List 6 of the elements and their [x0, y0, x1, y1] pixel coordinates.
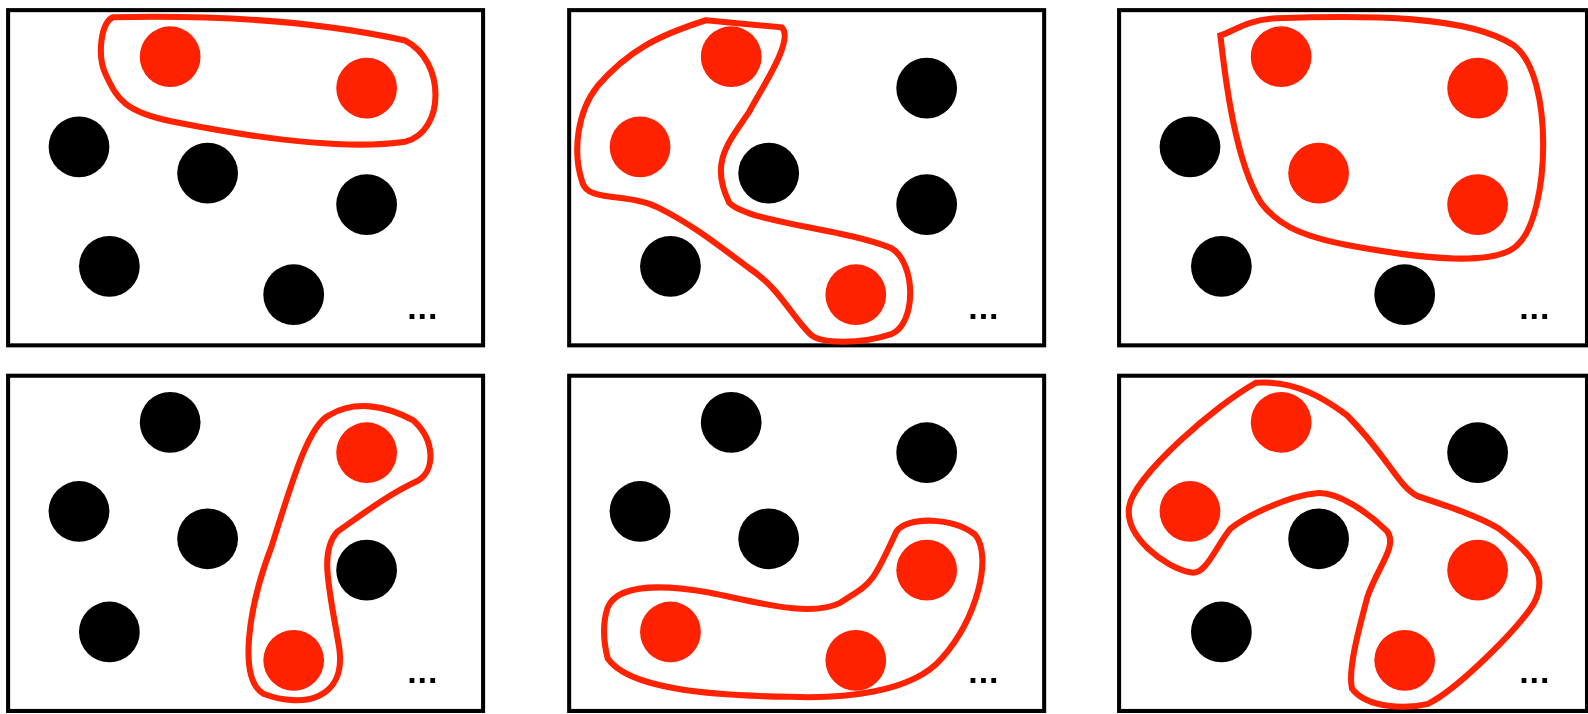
- ellipsis-text: ...: [968, 289, 1000, 324]
- ellipsis-text: ...: [407, 289, 439, 324]
- ellipsis-text: ...: [1519, 654, 1551, 689]
- ellipsis-text: ...: [1519, 289, 1551, 324]
- ellipsis-text: ...: [407, 654, 439, 689]
- ellipsis-text: ...: [968, 654, 1000, 689]
